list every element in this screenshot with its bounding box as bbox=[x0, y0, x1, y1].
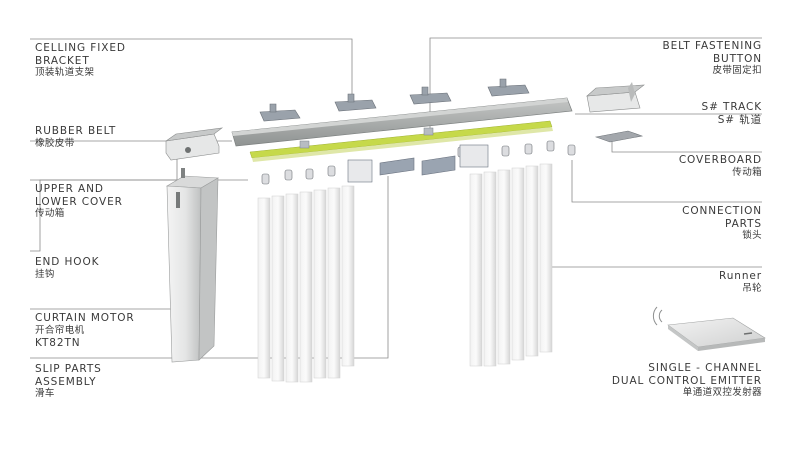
label-runner-cn: 吊轮 bbox=[742, 282, 762, 294]
label-end-hook-line1: END HOOK bbox=[35, 256, 100, 268]
curtain-panels-left bbox=[257, 185, 355, 383]
leader-ceiling-bracket bbox=[30, 38, 353, 100]
label-belt-button-cn: 皮带固定扣 bbox=[712, 65, 762, 76]
leader-upper-lower-cover bbox=[30, 158, 178, 181]
label-coverboard-cn: 传动箱 bbox=[732, 166, 762, 178]
label-slip-parts-line2: ASSEMBLY bbox=[35, 375, 97, 388]
label-connection-parts-line1: CONNECTION bbox=[682, 205, 762, 217]
s-track bbox=[231, 97, 573, 147]
label-coverboard-line1: COVERBOARD bbox=[678, 154, 762, 166]
label-ceiling-bracket: CELLING FIXED BRACKET 顶装轨道支架 bbox=[35, 42, 126, 80]
label-connection-parts-line2: PARTS bbox=[725, 217, 762, 230]
curtain-motor bbox=[165, 168, 220, 363]
label-curtain-motor-line1: CURTAIN MOTOR bbox=[35, 312, 135, 324]
leader-connection-parts bbox=[571, 160, 762, 203]
label-upper-lower-cover-line1: UPPER AND bbox=[35, 183, 104, 195]
label-emitter: SINGLE - CHANNEL DUAL CONTROL EMITTER 单通… bbox=[612, 362, 762, 400]
leader-slip-parts bbox=[30, 176, 389, 359]
label-upper-lower-cover-line2: LOWER COVER bbox=[35, 195, 123, 208]
control-emitter bbox=[652, 306, 766, 351]
leader-lines bbox=[30, 37, 762, 359]
leader-end-hook bbox=[30, 179, 248, 252]
label-rubber-belt: RUBBER BELT 橡胶皮带 bbox=[35, 125, 116, 150]
end-hooks-left bbox=[261, 140, 576, 185]
label-s-track-line1: S# TRACK bbox=[701, 101, 762, 113]
curtain-panels-right bbox=[469, 163, 553, 367]
label-upper-lower-cover: UPPER AND LOWER COVER 传动箱 bbox=[35, 183, 123, 221]
connection-plates bbox=[347, 144, 489, 183]
label-end-hook-cn: 挂钩 bbox=[35, 268, 55, 280]
label-curtain-motor-cn: 开合帘电机 bbox=[35, 324, 85, 336]
coverboard bbox=[594, 130, 644, 143]
left-transmission-box bbox=[165, 127, 224, 161]
label-coverboard: COVERBOARD 传动箱 bbox=[679, 154, 762, 179]
label-emitter-cn: 单通道双控发射器 bbox=[682, 387, 762, 398]
label-curtain-motor-model: KT82TN bbox=[35, 337, 81, 349]
label-s-track: S# TRACK S# 轨道 bbox=[702, 101, 763, 126]
label-ceiling-bracket-line2: BRACKET bbox=[35, 54, 90, 67]
label-runner: Runner 吊轮 bbox=[719, 270, 762, 295]
label-curtain-motor: CURTAIN MOTOR 开合帘电机 KT82TN bbox=[35, 312, 135, 350]
label-s-track-line2: S# 轨道 bbox=[717, 113, 762, 126]
label-connection-parts-cn: 锁头 bbox=[742, 230, 762, 241]
label-rubber-belt-cn: 橡胶皮带 bbox=[35, 137, 75, 149]
leader-coverboard bbox=[611, 140, 762, 153]
label-ceiling-bracket-line1: CELLING FIXED bbox=[35, 42, 126, 54]
label-emitter-line1: SINGLE - CHANNEL bbox=[648, 362, 762, 374]
label-end-hook: END HOOK 挂钩 bbox=[35, 256, 99, 281]
label-belt-button-line1: BELT FASTENING bbox=[662, 40, 762, 52]
label-connection-parts: CONNECTION PARTS 锁头 bbox=[682, 205, 762, 243]
label-emitter-line2: DUAL CONTROL EMITTER bbox=[611, 374, 762, 387]
label-slip-parts-cn: 滑车 bbox=[35, 388, 55, 399]
label-slip-parts-line1: SLIP PARTS bbox=[35, 363, 102, 375]
label-slip-parts: SLIP PARTS ASSEMBLY 滑车 bbox=[35, 363, 102, 401]
label-rubber-belt-line1: RUBBER BELT bbox=[35, 125, 117, 137]
label-belt-button-line2: BUTTON bbox=[712, 52, 762, 65]
rubber-belt bbox=[249, 120, 553, 162]
belt-fastening-buttons bbox=[299, 127, 434, 149]
label-ceiling-bracket-cn: 顶装轨道支架 bbox=[35, 67, 95, 78]
label-upper-lower-cover-cn: 传动箱 bbox=[35, 208, 65, 219]
label-belt-button: BELT FASTENING BUTTON 皮带固定扣 bbox=[662, 40, 762, 78]
right-transmission-box bbox=[586, 82, 645, 113]
label-runner-line1: Runner bbox=[719, 270, 762, 282]
ceiling-brackets bbox=[259, 78, 530, 122]
